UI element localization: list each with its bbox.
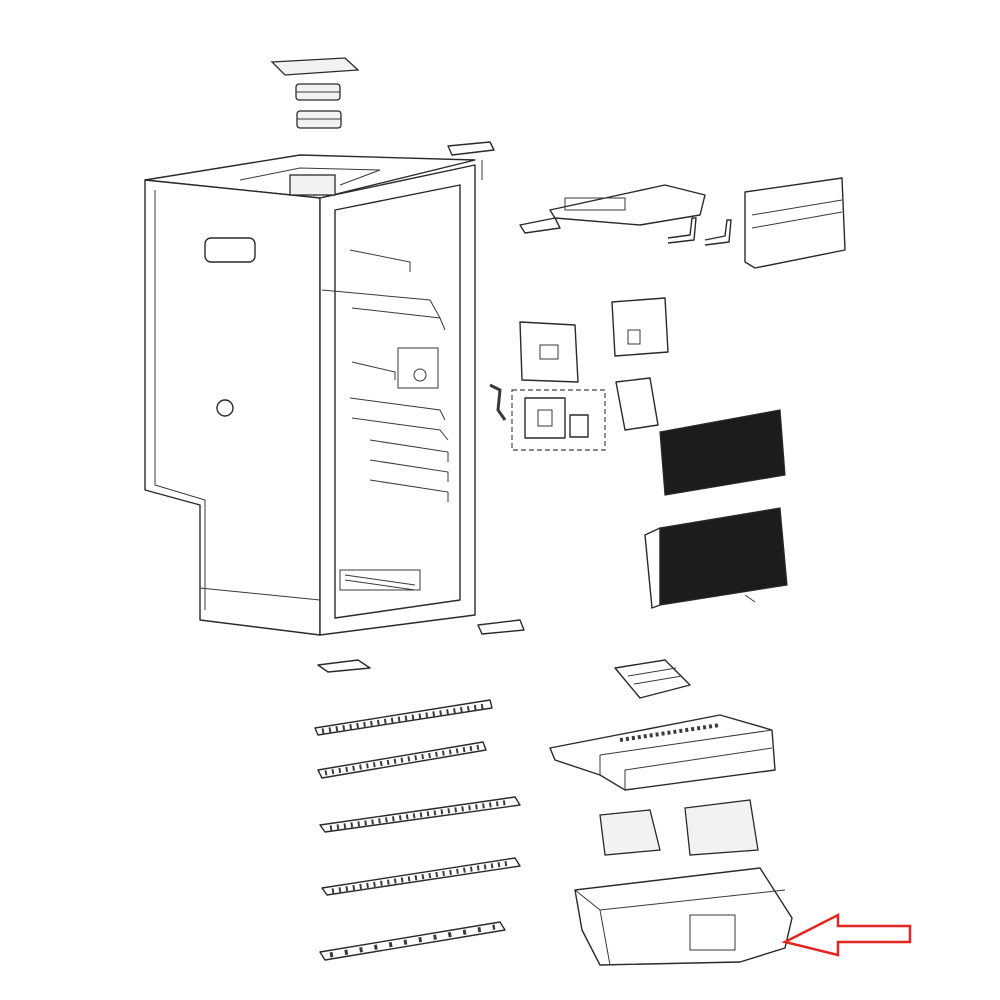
side-handle — [204, 237, 256, 263]
inner-shelf-ribs — [321, 249, 449, 591]
lower-filter-panel — [644, 507, 788, 609]
top-block-1 — [295, 83, 341, 101]
bottom-hinge — [477, 619, 525, 635]
ice-tray — [614, 659, 691, 699]
top-hinge — [447, 141, 495, 180]
thermostat-module — [615, 377, 659, 431]
control-panel — [519, 321, 579, 383]
side-vent — [216, 399, 234, 417]
top-cover-plate — [270, 57, 360, 76]
wire-shelf-1 — [314, 699, 493, 736]
crisper-divider-left — [599, 809, 661, 856]
door-stop — [317, 659, 371, 673]
wire-shelf-5 — [319, 921, 506, 961]
crisper-cover — [549, 714, 776, 791]
wire-shelf-3 — [319, 796, 521, 833]
freezer-door-panel — [744, 177, 846, 269]
thermostat-assembly — [511, 389, 606, 451]
crisper-drawer — [574, 867, 793, 966]
control-housing — [611, 297, 669, 357]
wire-harness — [489, 383, 507, 421]
hinge-brackets — [667, 217, 732, 246]
cabinet — [144, 154, 476, 636]
arrow-left-outline-icon — [781, 912, 912, 957]
top-block-2 — [296, 110, 342, 129]
evaporator-cover — [519, 184, 706, 234]
wire-shelf-4 — [321, 857, 521, 896]
wire-shelf-2 — [317, 741, 487, 779]
crisper-divider-right — [684, 799, 759, 856]
top-control-housing — [289, 174, 336, 196]
upper-filter-panel — [659, 409, 786, 496]
